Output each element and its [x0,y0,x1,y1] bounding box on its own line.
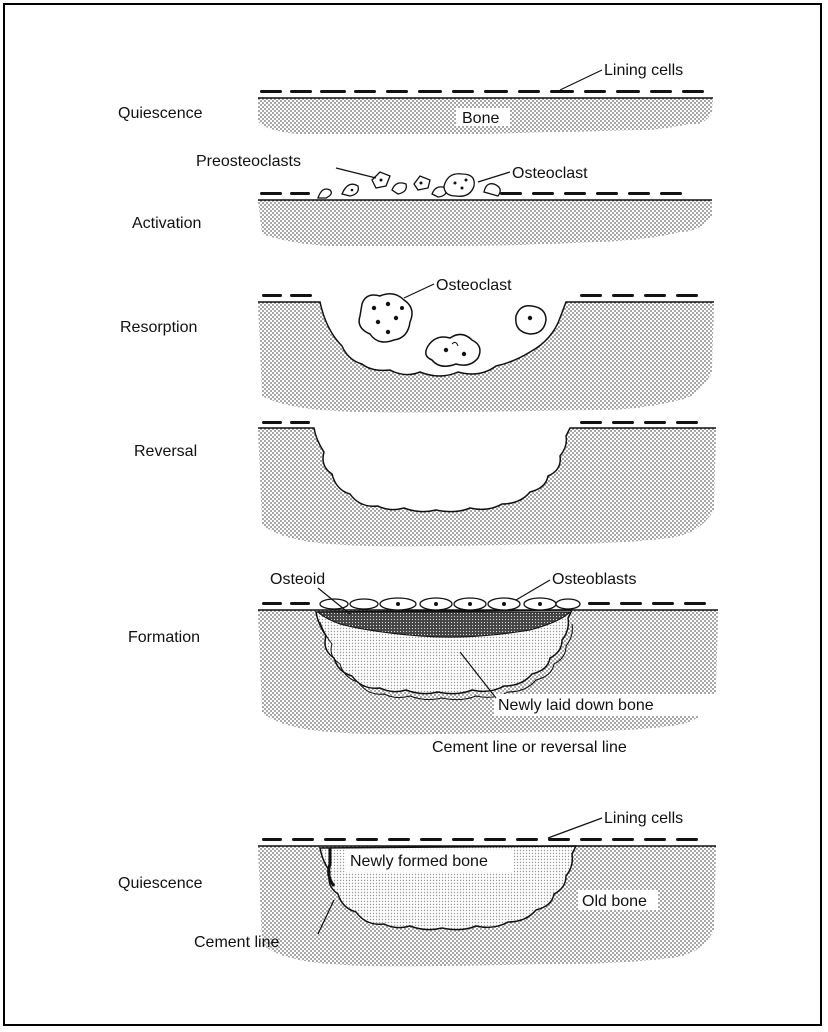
pointer-lining-cells [560,70,602,90]
label-osteoclast-activation: Osteoclast [512,165,588,182]
label-bone: Bone [462,110,499,127]
label-preosteoclasts: Preosteoclasts [196,153,301,170]
label-osteoblasts: Osteoblasts [552,571,636,588]
stage-quiescence-bottom: Newly formed bone Old bone Quiescence Li… [118,810,716,967]
stage-quiescence-top: Quiescence Bone Lining cells [118,62,713,134]
stage-label-formation: Formation [128,629,200,646]
stage-label-quiescence: Quiescence [118,105,203,122]
label-newly-formed-bone: Newly formed bone [350,853,488,870]
stage-label-quiescence-bottom: Quiescence [118,875,203,892]
stage-label-activation: Activation [132,215,201,232]
label-osteoid: Osteoid [270,571,325,588]
label-lining-cells-bottom: Lining cells [604,810,683,827]
lining-cells-row [260,90,704,93]
bone-slab [258,200,712,246]
preosteoclast-cells [318,172,500,198]
label-lining-cells-top: Lining cells [604,62,683,79]
stage-resorption: Resorption Osteoclast [120,277,714,413]
stage-reversal: Reversal [134,421,716,547]
label-cement-or-reversal-line: Cement line or reversal line [432,739,627,756]
stage-label-resorption: Resorption [120,319,197,336]
stage-formation: Formation Osteoid Osteoblasts Newly laid… [128,571,722,756]
label-cement-line: Cement line [194,934,279,951]
stage-label-reversal: Reversal [134,443,197,460]
label-osteoclast-resorption: Osteoclast [436,277,512,294]
stage-activation: Activation Preosteoclasts Osteoclast [132,153,712,246]
bone-slab [258,302,714,413]
label-newly-laid-down-bone: Newly laid down bone [498,697,654,714]
bone-slab [258,428,716,547]
label-old-bone: Old bone [582,893,647,910]
